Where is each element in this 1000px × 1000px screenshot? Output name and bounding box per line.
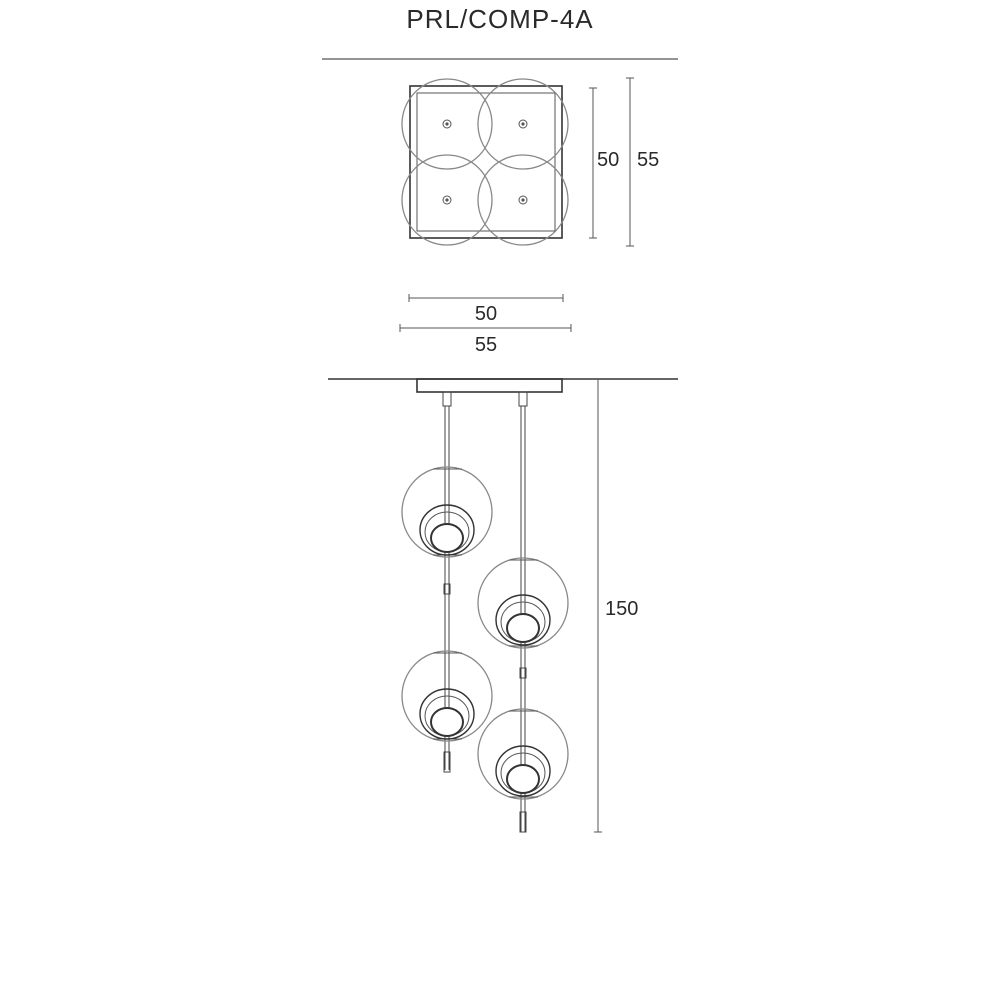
globe-left-upper (401, 466, 493, 558)
globe-outline-top-left (401, 78, 493, 170)
canopy-outer-square (409, 85, 563, 239)
outer-width-label: 55 (475, 334, 497, 356)
globe-right-lower (477, 708, 569, 800)
side-view: 150 (328, 378, 678, 833)
mount-point (518, 119, 528, 129)
globe-right-upper (477, 557, 569, 649)
globe-outline-top-right (477, 78, 569, 170)
mount-point (518, 195, 528, 205)
outer-height-label: 55 (637, 149, 659, 171)
dimension-inner-width (408, 294, 564, 302)
canopy-inner-square (416, 92, 556, 232)
inner-width-label: 50 (475, 303, 497, 325)
canopy (416, 378, 563, 393)
inner-height-label: 50 (597, 149, 619, 171)
globe-left-lower (401, 650, 493, 742)
globe-outline-bottom-right (477, 154, 569, 246)
top-view: 50 55 50 55 (399, 77, 659, 356)
mount-point (442, 119, 452, 129)
drop-height-label: 150 (605, 598, 638, 620)
dimension-outer-width (399, 324, 572, 332)
dimension-inner-height (589, 87, 597, 239)
dimension-drop-height (594, 379, 602, 833)
dimension-outer-height (626, 77, 634, 247)
mount-point (442, 195, 452, 205)
mount-points (442, 119, 528, 205)
globe-outline-bottom-left (401, 154, 493, 246)
drawing-title: PRL/COMP-4A (406, 4, 594, 34)
